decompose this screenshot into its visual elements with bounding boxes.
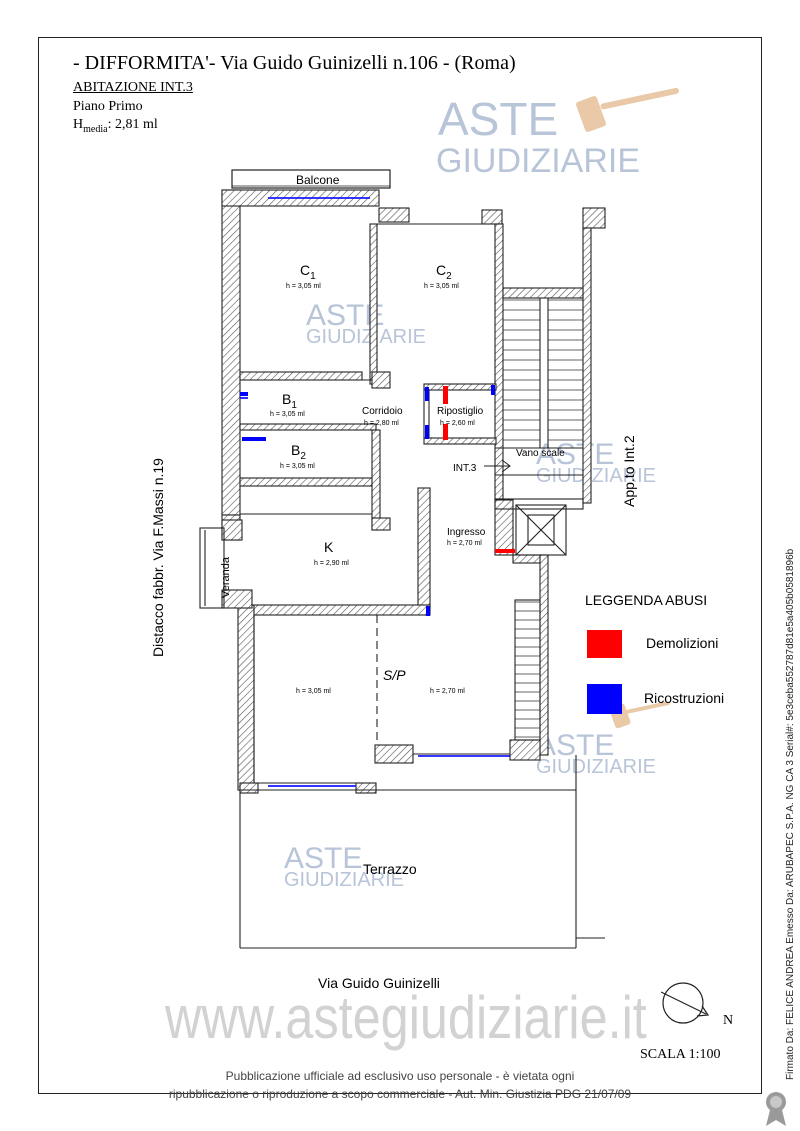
label-appto: App.to Int.2 xyxy=(621,435,637,507)
footer-line-2: ripubblicazione o riproduzione a scopo c… xyxy=(168,1087,632,1101)
watermark-aste-4: ASTE xyxy=(536,729,614,762)
label-b2: B2 xyxy=(291,442,306,462)
watermark-aste-5: ASTE xyxy=(284,842,362,875)
ricostruzione-mark xyxy=(240,392,248,396)
walls xyxy=(221,189,606,794)
ricostruzione-mark xyxy=(425,387,429,401)
watermark-giudiziarie-3: GIUDIZIARIE xyxy=(536,465,656,487)
label-terrazzo: Terrazzo xyxy=(363,861,417,877)
ricostruzione-mark xyxy=(425,425,429,439)
label-veranda: Veranda xyxy=(220,556,232,598)
label-vano-scale: Vano scale xyxy=(516,448,565,459)
label-c2-h: h = 3,05 ml xyxy=(424,283,459,290)
average-height: Hmedia: 2,81 ml xyxy=(73,117,158,135)
stair-treads xyxy=(503,299,583,738)
demolizione-mark xyxy=(443,386,448,404)
legend-swatch-ricostruzioni xyxy=(587,684,622,714)
drawing-frame xyxy=(38,37,762,1094)
digital-signature-text: Firmato Da: FELICE ANDREA Emesso Da: ARU… xyxy=(785,548,796,1080)
legend-swatch-demolizioni xyxy=(587,630,622,658)
page-title: - DIFFORMITA'- Via Guido Guinizelli n.10… xyxy=(73,52,516,74)
watermark-aste-3: ASTE xyxy=(536,438,614,471)
label-c1: C1 xyxy=(300,262,316,282)
label-int3: INT.3 xyxy=(453,463,477,474)
watermark-giudiziarie-5: GIUDIZIARIE xyxy=(284,869,404,891)
scale-label: SCALA 1:100 xyxy=(640,1047,721,1062)
label-sp: S/P xyxy=(383,667,406,683)
legend-label-demolizioni: Demolizioni xyxy=(646,635,718,651)
label-ripostiglio-h: h = 2,60 ml xyxy=(440,420,475,427)
watermark-aste-1: ASTE xyxy=(438,93,558,145)
legend: LEGGENDA ABUSI Demolizioni Ricostruzioni xyxy=(585,592,724,714)
label-sp-h-right: h = 2,70 ml xyxy=(430,688,465,695)
legend-title: LEGGENDA ABUSI xyxy=(585,592,707,608)
demolizione-mark xyxy=(495,549,515,553)
label-ingresso: Ingresso xyxy=(447,527,486,538)
watermark-giudiziarie-4: GIUDIZIARIE xyxy=(536,756,656,778)
floor-label: Piano Primo xyxy=(73,99,143,114)
seal-icon xyxy=(766,1092,786,1126)
label-b2-h: h = 3,05 ml xyxy=(280,463,315,470)
label-c2: C2 xyxy=(436,262,452,282)
label-b1-h: h = 3,05 ml xyxy=(270,411,305,418)
watermark-giudiziarie-1: GIUDIZIARIE xyxy=(436,142,640,180)
abuse-markers xyxy=(240,385,515,616)
room-labels: C1 h = 3,05 ml C2 h = 3,05 ml B1 h = 3,0… xyxy=(150,262,637,991)
label-street: Via Guido Guinizelli xyxy=(318,975,440,991)
demolizione-mark xyxy=(443,424,448,440)
label-c1-h: h = 3,05 ml xyxy=(286,283,321,290)
ricostruzione-mark xyxy=(491,385,495,395)
label-ripostiglio: Ripostiglio xyxy=(437,406,484,417)
legend-label-ricostruzioni: Ricostruzioni xyxy=(644,690,724,706)
hmedia-label: H xyxy=(73,117,84,132)
north-label: N xyxy=(723,1013,733,1028)
footer-line-1: Pubblicazione ufficiale ad esclusivo uso… xyxy=(225,1069,575,1083)
balcone-label: Balcone xyxy=(296,173,340,187)
ricostruzione-mark xyxy=(242,437,266,441)
interior-lines xyxy=(199,205,605,949)
ricostruzione-mark xyxy=(426,606,430,616)
hmedia-value: : 2,81 ml xyxy=(107,117,158,132)
label-b1: B1 xyxy=(282,391,297,411)
label-corridoio: Corridoio xyxy=(362,406,403,417)
label-ingresso-h: h = 2,70 ml xyxy=(447,540,482,547)
watermark-giudiziarie-2: GIUDIZIARIE xyxy=(306,326,426,348)
unit-subtitle: ABITAZIONE INT.3 xyxy=(73,80,193,95)
label-k: K xyxy=(324,539,334,555)
north-arrow-icon: N xyxy=(660,982,733,1028)
label-sp-h-left: h = 3,05 ml xyxy=(296,688,331,695)
hmedia-sub: media xyxy=(83,123,108,135)
entry-arrow-icon xyxy=(484,459,511,473)
label-corridoio-h: h = 2,80 ml xyxy=(364,420,399,427)
site-watermark: www.astegiudiziarie.it xyxy=(165,984,647,1051)
label-k-h: h = 2,90 ml xyxy=(314,560,349,567)
label-distacco: Distacco fabbr. Via F.Massi n.19 xyxy=(150,458,166,657)
balcone: Balcone xyxy=(231,169,391,189)
